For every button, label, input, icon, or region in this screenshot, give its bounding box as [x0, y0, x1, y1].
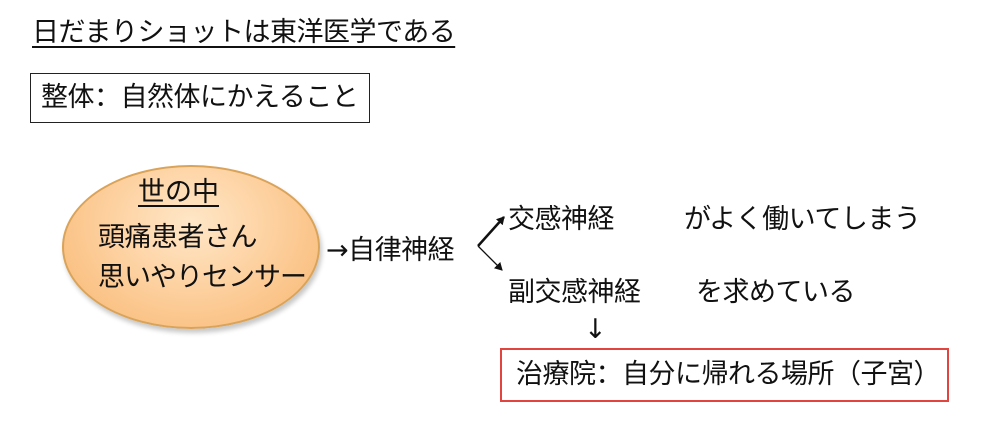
down-arrow-icon: ↓: [584, 314, 607, 345]
arrow-to-parasympathetic: [477, 245, 503, 271]
sympathetic-nerve-note: がよく働いてしまう: [684, 204, 921, 235]
parasympathetic-nerve-note: を求めている: [696, 277, 856, 308]
ellipse-heading: 世の中: [138, 177, 219, 208]
ellipse-line-headache-patients: 頭痛患者さん: [98, 222, 258, 253]
society-ellipse: [62, 165, 320, 329]
clinic-box: 治療院：自分に帰れる場所（子宮）: [500, 348, 949, 402]
autonomic-nerve-label: →自律神経: [326, 235, 455, 266]
page-title: 日だまりショットは東洋医学である: [32, 17, 456, 48]
seitai-box: 整体：自然体にかえること: [30, 73, 370, 123]
ellipse-line-empathy-sensor: 思いやりセンサー: [98, 262, 307, 293]
parasympathetic-nerve-label: 副交感神経: [508, 277, 641, 308]
sympathetic-nerve-label: 交感神経: [508, 204, 615, 235]
arrow-to-sympathetic: [477, 216, 505, 247]
